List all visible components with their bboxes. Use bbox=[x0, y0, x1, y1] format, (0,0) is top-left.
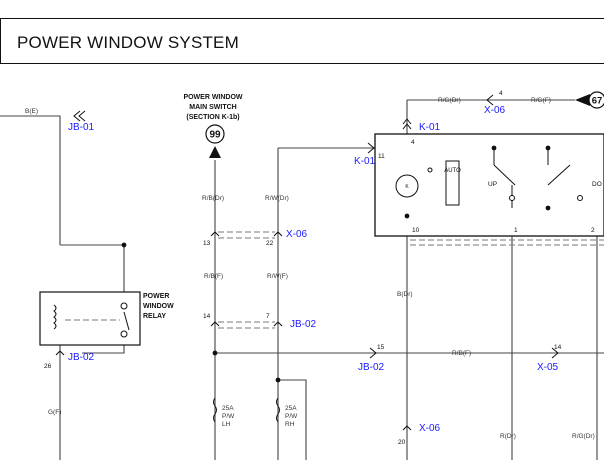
ref-99-number: 99 bbox=[209, 130, 221, 141]
page-title: POWER WINDOW SYSTEM bbox=[17, 33, 239, 52]
svg-text:R/G(Dr): R/G(Dr) bbox=[438, 97, 461, 104]
conn-x05: X-05 bbox=[537, 362, 559, 373]
wire-lines bbox=[0, 99, 604, 460]
svg-text:MAIN SWITCH: MAIN SWITCH bbox=[189, 104, 236, 111]
fuses bbox=[213, 397, 280, 423]
svg-text:R/B(Dr): R/B(Dr) bbox=[202, 195, 224, 202]
ref-67: 67 bbox=[575, 91, 604, 109]
svg-text:15: 15 bbox=[377, 344, 385, 351]
auto-box bbox=[445, 160, 460, 206]
connector-dashes bbox=[65, 231, 604, 329]
svg-text:14: 14 bbox=[554, 344, 562, 351]
fuse-rh-rating: 25A bbox=[285, 405, 297, 412]
svg-text:22: 22 bbox=[266, 240, 274, 247]
relay-caption-1: POWER bbox=[143, 293, 169, 300]
conn-jb02-left: JB-02 bbox=[68, 352, 95, 363]
svg-text:10: 10 bbox=[412, 227, 420, 234]
fuse-lh-icon bbox=[213, 397, 217, 423]
svg-text:K: K bbox=[405, 184, 409, 190]
svg-text:11: 11 bbox=[378, 153, 385, 160]
fuse-lh-rating: 25A bbox=[222, 405, 234, 412]
svg-text:26: 26 bbox=[44, 363, 52, 370]
conn-jb02-mid: JB-02 bbox=[290, 319, 317, 330]
fuse-lh-side: LH bbox=[222, 421, 231, 428]
svg-text:R/B(F): R/B(F) bbox=[452, 350, 471, 357]
svg-text:7: 7 bbox=[266, 313, 270, 320]
conn-x06-mid: X-06 bbox=[286, 229, 308, 240]
connector-chevrons bbox=[55, 94, 559, 431]
svg-text:B(Dr): B(Dr) bbox=[397, 291, 413, 298]
svg-text:B(E): B(E) bbox=[25, 108, 38, 115]
svg-text:POWER WINDOW: POWER WINDOW bbox=[183, 94, 242, 101]
svg-text:R(Dr): R(Dr) bbox=[500, 433, 516, 440]
svg-text:R/G(F): R/G(F) bbox=[531, 97, 551, 104]
fuse-rh-type: P/W bbox=[285, 413, 298, 420]
conn-k01-top: K-01 bbox=[419, 122, 441, 133]
conn-x06-bottom: X-06 bbox=[419, 423, 441, 434]
svg-text:R/G(Dr): R/G(Dr) bbox=[572, 433, 595, 440]
svg-text:R/W(F): R/W(F) bbox=[267, 273, 288, 280]
conn-x06-top: X-06 bbox=[484, 105, 506, 116]
ref-99-circle bbox=[205, 124, 225, 144]
svg-text:(SECTION K-1b): (SECTION K-1b) bbox=[186, 114, 239, 121]
svg-text:14: 14 bbox=[203, 313, 211, 320]
arrow-up-icon bbox=[209, 146, 221, 158]
svg-text:DO: DO bbox=[592, 181, 602, 188]
junction-dots bbox=[121, 145, 551, 383]
fuse-rh-side: RH bbox=[285, 421, 295, 428]
svg-text:2: 2 bbox=[591, 227, 595, 234]
svg-text:G(F): G(F) bbox=[48, 409, 61, 416]
arrow-left-icon bbox=[575, 94, 590, 106]
svg-text:67: 67 bbox=[592, 96, 603, 107]
power-window-relay: POWER WINDOW RELAY bbox=[39, 291, 174, 346]
fuse-lh-type: P/W bbox=[222, 413, 235, 420]
conn-jb02-lower: JB-02 bbox=[358, 362, 385, 373]
relay-caption-2: WINDOW bbox=[143, 303, 174, 310]
main-switch-caption: POWER WINDOW MAIN SWITCH (SECTION K-1b) … bbox=[183, 94, 243, 158]
main-switch-box: K AUTO UP DO 4 11 10 1 2 bbox=[374, 133, 604, 237]
conn-k01-left: K-01 bbox=[354, 156, 376, 167]
fuse-rh-icon bbox=[276, 397, 280, 423]
svg-text:R/W(Dr): R/W(Dr) bbox=[265, 195, 289, 202]
svg-text:R/B(F): R/B(F) bbox=[204, 273, 223, 280]
relay-coil bbox=[53, 304, 57, 330]
conn-jb01: JB-01 bbox=[68, 122, 95, 133]
svg-text:UP: UP bbox=[488, 181, 497, 188]
svg-text:4: 4 bbox=[411, 139, 415, 146]
svg-text:20: 20 bbox=[398, 439, 406, 446]
svg-text:1: 1 bbox=[514, 227, 518, 234]
title-bar: POWER WINDOW SYSTEM bbox=[0, 18, 604, 64]
relay-caption-3: RELAY bbox=[143, 313, 166, 320]
motor-icon bbox=[395, 174, 419, 198]
svg-text:13: 13 bbox=[203, 240, 211, 247]
svg-text:AUTO: AUTO bbox=[444, 168, 461, 174]
svg-text:4: 4 bbox=[499, 90, 503, 97]
